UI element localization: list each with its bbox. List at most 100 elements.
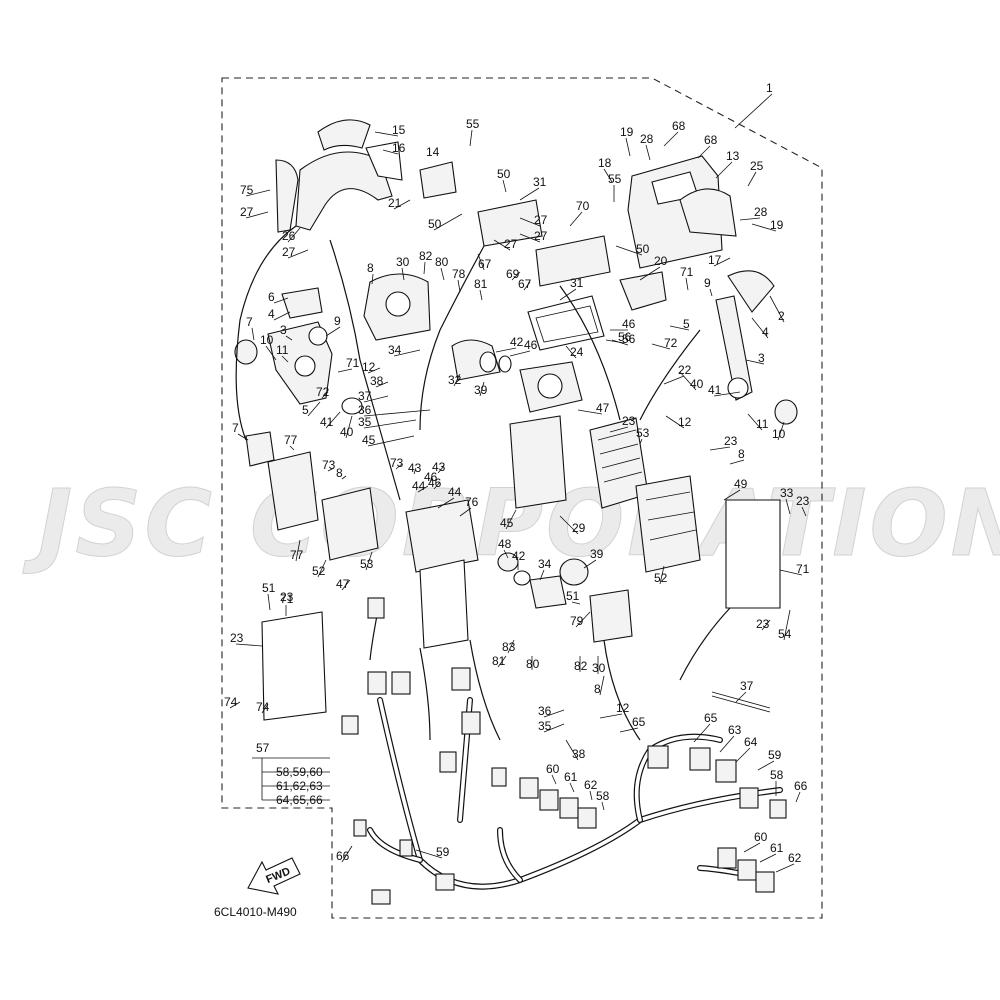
leader-line <box>605 339 625 344</box>
leader-line <box>459 507 472 517</box>
part-label: 68 <box>704 133 718 147</box>
leader-line <box>507 639 515 654</box>
part-label: 55 <box>608 172 622 186</box>
part-label: 10 <box>260 333 274 347</box>
leader-line <box>659 565 665 585</box>
callout-57: 57 58,59,60 61,62,63 64,65,66 <box>252 741 330 807</box>
leader-line <box>743 842 761 853</box>
leader-line <box>325 326 341 337</box>
part-label: 23 <box>756 617 770 631</box>
part-label: 16 <box>392 141 406 155</box>
leader-line <box>569 782 575 793</box>
part-label: 30 <box>396 255 410 269</box>
part-label: 27 <box>504 237 518 251</box>
part-label: 21 <box>388 196 402 210</box>
leader-line <box>693 723 711 743</box>
leader-line <box>273 297 289 304</box>
part-label: 45 <box>362 433 376 447</box>
leader-line <box>571 601 581 605</box>
connectors <box>341 597 787 905</box>
leader-line <box>751 317 769 339</box>
callout-number: 57 <box>256 741 270 755</box>
part-label: 71 <box>680 265 694 279</box>
leader-line <box>747 171 757 187</box>
leader-line <box>519 233 541 243</box>
part-label: 8 <box>367 261 374 275</box>
leader-line <box>229 701 241 709</box>
leader-line <box>543 709 565 718</box>
leader-line <box>747 413 763 431</box>
part-label: 66 <box>794 779 808 793</box>
leader-line <box>287 249 309 259</box>
part-label: 22 <box>678 363 692 377</box>
leader-line <box>669 325 690 331</box>
part-label: 46 <box>622 317 636 331</box>
part-label: 31 <box>570 276 584 290</box>
leader-line <box>599 675 605 696</box>
part-label: 28 <box>640 132 654 146</box>
part-label: 66 <box>336 849 350 863</box>
leader-line <box>395 463 403 470</box>
part-label: 24 <box>570 345 584 359</box>
leader-line <box>565 739 579 761</box>
leader-line <box>713 391 741 397</box>
part-label: 56 <box>618 330 632 344</box>
part-label: 31 <box>533 175 547 189</box>
part-label: 39 <box>590 547 604 561</box>
part-label: 43 <box>408 461 422 475</box>
leader-line <box>367 435 415 447</box>
leader-line <box>345 415 353 439</box>
part-label: 59 <box>768 748 782 762</box>
part-label: 73 <box>390 456 404 470</box>
part-label: 81 <box>492 654 506 668</box>
leader-line <box>433 213 463 231</box>
assembly-boundary <box>221 77 823 919</box>
part-label: 40 <box>690 377 704 391</box>
part-label: 53 <box>360 557 374 571</box>
leader-line <box>502 179 507 193</box>
leader-line <box>783 609 791 641</box>
part-label: 72 <box>316 385 330 399</box>
part-label: 68 <box>672 119 686 133</box>
leader-line <box>413 467 417 475</box>
leader-line <box>609 426 629 433</box>
leader-line <box>795 791 801 803</box>
part-label: 62 <box>788 851 802 865</box>
leader-line <box>685 277 689 291</box>
leader-line <box>603 168 613 183</box>
part-label: 38 <box>370 374 384 388</box>
leader-line <box>493 239 511 251</box>
part-label: 30 <box>592 661 606 675</box>
part-label: 42 <box>510 335 524 349</box>
leader-line <box>327 467 335 472</box>
part-label: 41 <box>320 415 334 429</box>
leader-line <box>577 409 603 415</box>
leader-line <box>337 368 353 373</box>
part-label: 36 <box>538 704 552 718</box>
leader-line <box>393 199 411 210</box>
leader-line <box>415 849 443 859</box>
part-label: 46 <box>524 338 538 352</box>
part-label: 73 <box>322 458 336 472</box>
leader-line <box>709 446 731 451</box>
part-label: 60 <box>754 830 768 844</box>
part-label: 44 <box>448 485 462 499</box>
leader-line <box>285 335 293 341</box>
leader-line <box>601 801 605 811</box>
leader-line <box>729 459 745 465</box>
part-label: 3 <box>758 351 765 365</box>
leader-line <box>265 345 277 361</box>
leader-line <box>779 569 803 576</box>
leader-line <box>697 145 711 159</box>
part-label: 47 <box>336 577 350 591</box>
part-label: 80 <box>526 657 540 671</box>
part-label: 80 <box>435 255 449 269</box>
leader-line <box>341 845 353 863</box>
part-label: 53 <box>636 426 650 440</box>
leader-line <box>619 727 639 733</box>
part-label: 65 <box>632 715 646 729</box>
part-label: 23 <box>724 434 738 448</box>
leader-line <box>589 790 593 801</box>
part-label: 17 <box>708 253 722 267</box>
